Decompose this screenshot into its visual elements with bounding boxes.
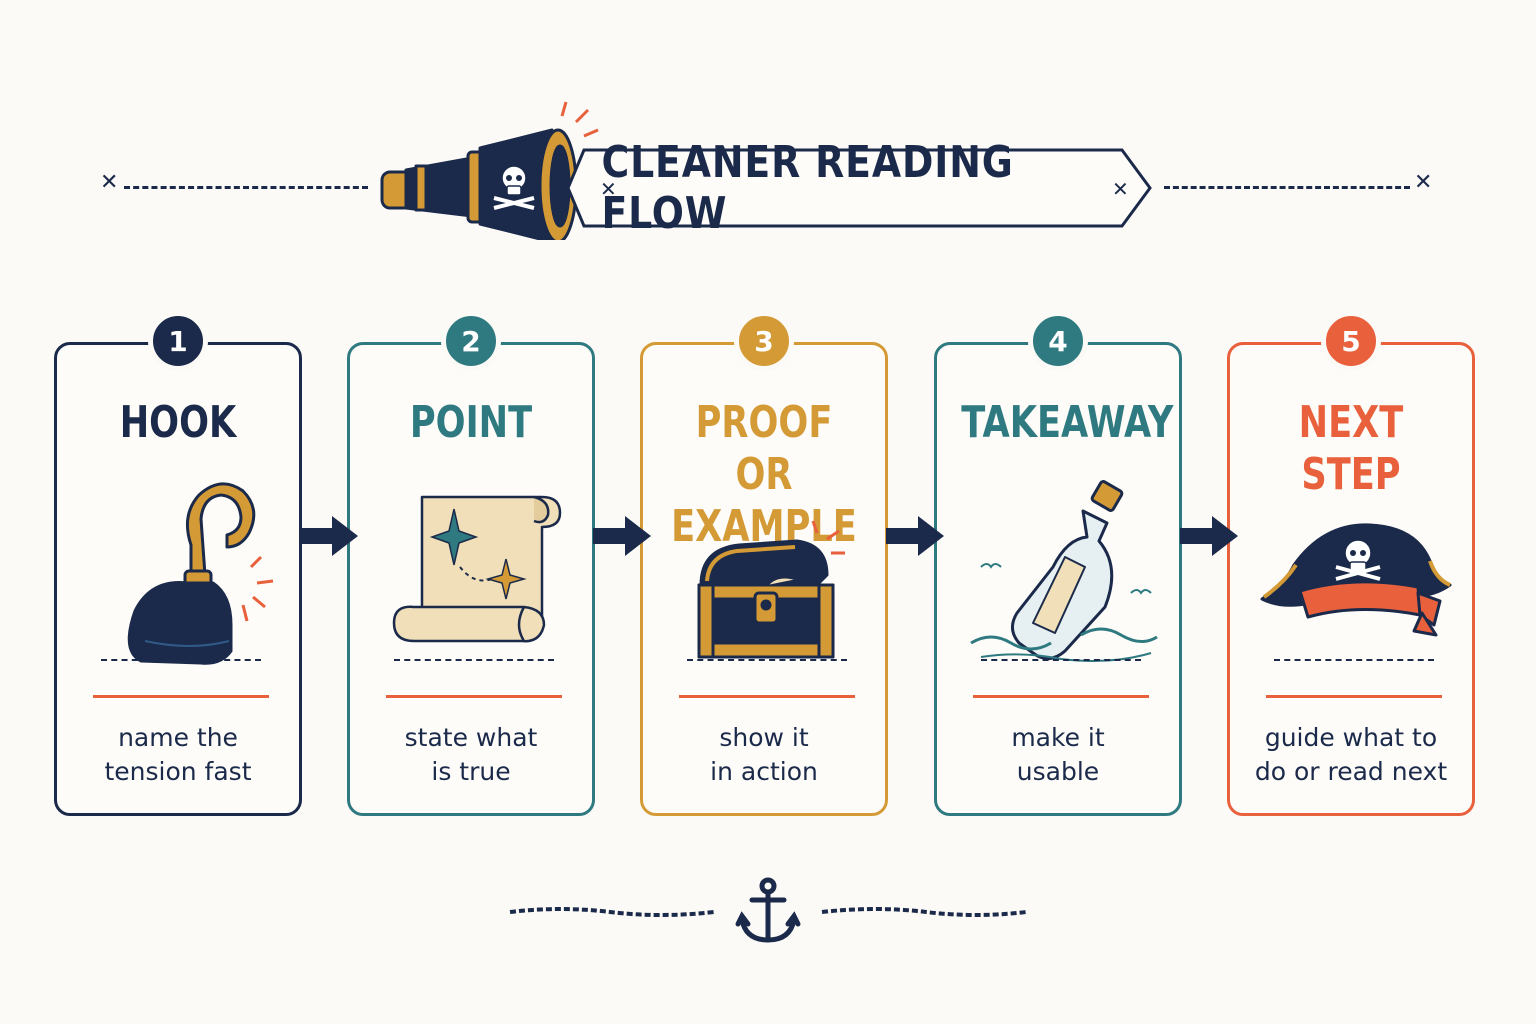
separator-line (93, 695, 269, 698)
separator-line (679, 695, 855, 698)
ground-line (981, 659, 1141, 661)
separator-line (973, 695, 1149, 698)
step-title: TAKEAWAY (961, 397, 1174, 448)
step-title: POINT (409, 397, 533, 448)
treasure-chest-icon (697, 520, 845, 659)
step-card-proof-or-example: 3 PROOF OR EXAMPLE show it in action (640, 311, 888, 816)
step-description: show it in action (710, 723, 818, 786)
ground-line (394, 659, 554, 661)
step-card-point: 2 POINT state what is true (347, 311, 595, 816)
step-description: guide what to do or read next (1254, 723, 1448, 786)
left-dashed-line (124, 186, 368, 189)
ground-line (1274, 659, 1434, 661)
ground-line (101, 659, 261, 661)
separator-line (386, 695, 562, 698)
x-mark-left: ✕ (100, 170, 119, 195)
step-number-badge: 5 (1321, 311, 1381, 371)
anchor-icon (735, 877, 801, 943)
arrow-right-icon (1180, 516, 1238, 556)
pirate-hat-icon (1260, 523, 1452, 637)
step-number-badge: 3 (734, 311, 794, 371)
svg-text:✕: ✕ (600, 177, 617, 201)
step-description: state what is true (404, 723, 538, 786)
title-row: ✕ ✕ ✕ ✕ (0, 101, 1536, 250)
separator-line (1266, 695, 1442, 698)
spyglass-icon (380, 101, 599, 240)
step-title: HOOK (119, 397, 237, 448)
step-title: NEXT STEP (1298, 397, 1404, 500)
step-number-badge: 2 (441, 311, 501, 371)
hook-icon (127, 482, 274, 665)
step-description: name the tension fast (104, 723, 252, 786)
step-number-badge: 1 (148, 311, 208, 371)
svg-text:✕: ✕ (1112, 177, 1129, 201)
arrow-right-icon (300, 516, 358, 556)
treasure-map-icon (392, 495, 562, 643)
arrow-right-icon (886, 516, 944, 556)
arrow-right-icon (593, 516, 651, 556)
page-title: CLEANER READING FLOW (601, 137, 1014, 239)
step-card-hook: 1 HOOK name the tension fast (54, 311, 302, 816)
step-card-next-step: 5 NEXT STEP guide what to do or read nex… (1227, 311, 1475, 816)
ground-line (687, 659, 847, 661)
step-number-badge: 4 (1028, 311, 1088, 371)
x-mark-right: ✕ (1414, 170, 1433, 195)
footer-anchor-divider (509, 877, 1027, 943)
title-banner: ✕ ✕ CLEANER READING FLOW (560, 137, 1152, 239)
step-description: make it usable (1011, 723, 1105, 786)
right-dashed-line (1164, 186, 1410, 189)
message-bottle-icon (970, 480, 1158, 662)
step-card-takeaway: 4 TAKEAWAY make it usable (934, 311, 1182, 816)
